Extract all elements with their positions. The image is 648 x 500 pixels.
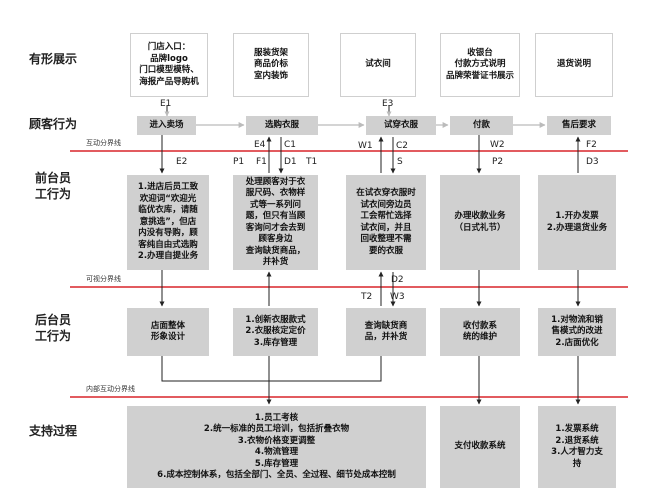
customer-step-browse: 选购衣服 bbox=[246, 116, 318, 135]
code-t2: T2 bbox=[361, 292, 373, 302]
code-t1: T1 bbox=[306, 157, 318, 167]
customer-step-enter: 进入卖场 bbox=[137, 116, 196, 135]
front-box-greeting: 1.进店后员工致 欢迎词“欢迎光 临优衣库，请随 意挑选”，但店 内没有导购，顾… bbox=[127, 175, 209, 270]
physical-box-cashier: 收银台 付款方式说明 品牌荣誉证书展示 bbox=[440, 33, 520, 97]
code-p1: P1 bbox=[233, 157, 245, 167]
support-box-systems: 1.发票系统 2.退货系统 3.人才智力支 持 bbox=[538, 406, 616, 488]
physical-box-fitting-room: 试衣间 bbox=[340, 33, 416, 97]
code-e1: E1 bbox=[160, 99, 172, 109]
code-f1: F1 bbox=[256, 157, 267, 167]
visibility-boundary-label: 可视分界线 bbox=[86, 275, 121, 283]
back-box-store-design: 店面整体 形象设计 bbox=[127, 308, 209, 356]
code-e3: E3 bbox=[382, 99, 394, 109]
physical-box-entrance: 门店入口： 品牌logo 门口模型模特、 海报产品导购机 bbox=[130, 33, 208, 97]
row-label-customer: 顾客行为 bbox=[28, 117, 77, 131]
internal-boundary-label: 内部互动分界线 bbox=[86, 385, 135, 393]
code-f2: F2 bbox=[586, 140, 597, 150]
interaction-boundary-label: 互动分界线 bbox=[86, 139, 121, 147]
code-d1: D1 bbox=[284, 157, 297, 167]
customer-step-pay: 付款 bbox=[450, 116, 513, 135]
front-box-fitting-help: 在试衣穿衣服时 试衣间旁边员 工会帮忙选择 试衣间，并且 回收整理不需 要的衣服 bbox=[346, 175, 426, 270]
code-d2: D2 bbox=[391, 275, 404, 285]
code-s: S bbox=[397, 157, 403, 167]
code-p2: P2 bbox=[492, 157, 504, 167]
code-w1: W1 bbox=[358, 141, 373, 151]
back-box-restock: 查询缺货商 品，并补货 bbox=[346, 308, 426, 356]
customer-step-after-sale: 售后要求 bbox=[547, 116, 611, 135]
code-d3: D3 bbox=[586, 157, 599, 167]
code-w3: W3 bbox=[390, 292, 405, 302]
front-box-payment: 办理收款业务 （日式礼节） bbox=[440, 175, 520, 270]
code-c1: C1 bbox=[284, 140, 297, 150]
code-e2: E2 bbox=[176, 157, 188, 167]
support-box-payment-system: 支付收款系统 bbox=[440, 406, 520, 488]
row-label-back: 后台员 工行为 bbox=[34, 313, 71, 343]
row-label-support: 支持过程 bbox=[28, 424, 77, 438]
back-box-logistics: 1.对物流和销 售模式的改进 2.店面优化 bbox=[538, 308, 616, 356]
support-box-management: 1.员工考核 2.统一标准的员工培训，包括折叠衣物 3.衣物价格变更调整 4.物… bbox=[127, 406, 426, 488]
physical-box-racks: 服装货架 商品价标 室内装饰 bbox=[233, 33, 309, 97]
front-box-invoice-return: 1.开办发票 2.办理退货业务 bbox=[538, 175, 616, 270]
code-e4: E4 bbox=[254, 140, 266, 150]
back-box-product-mgmt: 1.创新衣服款式 2.衣服核定定价 3.库存管理 bbox=[233, 308, 318, 356]
front-box-assist: 处理顾客对于衣 服尺码、衣物样 式等一系列问 题，但只有当顾 客询问才会去到 顾… bbox=[233, 175, 318, 270]
code-c2: C2 bbox=[396, 141, 409, 151]
row-label-front: 前台员 工行为 bbox=[34, 171, 71, 201]
customer-step-try-on: 试穿衣服 bbox=[366, 116, 436, 135]
back-box-payment-system: 收付款系 统的维护 bbox=[440, 308, 520, 356]
row-label-physical: 有形展示 bbox=[28, 52, 77, 66]
code-w2: W2 bbox=[490, 140, 505, 150]
physical-box-return-info: 退货说明 bbox=[535, 33, 613, 97]
